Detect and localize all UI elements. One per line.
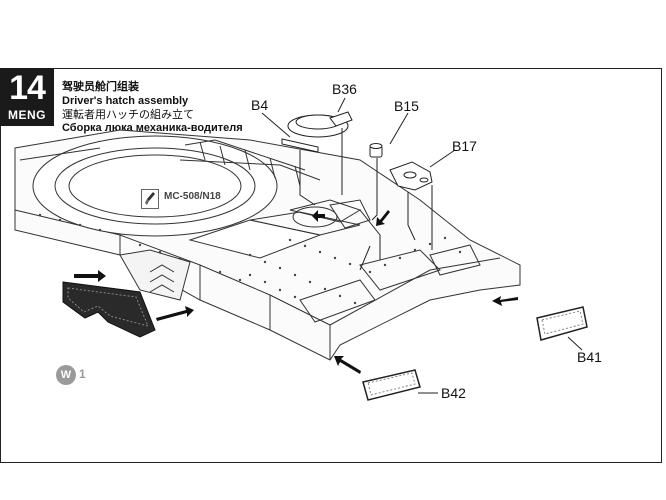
step-badge	[0, 68, 54, 126]
part-label-b15: B15	[394, 98, 419, 114]
part-tree-badge: W	[56, 365, 76, 385]
part-label-b36: B36	[332, 81, 357, 97]
part-label-b4: B4	[251, 97, 269, 113]
paint-code: MC-508/N18	[164, 191, 221, 202]
instruction-frame	[0, 68, 662, 463]
part-label-b42: B42	[441, 385, 466, 401]
title-japanese: 運転者用ハッチの組み立て	[62, 109, 194, 121]
brand-logo: MENG	[8, 108, 46, 122]
part-tree-number: 1	[79, 367, 86, 381]
part-label-b41: B41	[577, 349, 602, 365]
step-number: 14	[9, 69, 46, 107]
brush-icon	[141, 189, 159, 209]
part-label-b17: B17	[452, 138, 477, 154]
title-russian: Сборка люка механика-водителя	[62, 122, 243, 134]
title-english: Driver's hatch assembly	[62, 95, 189, 107]
title-chinese: 驾驶员舱门组装	[62, 81, 139, 93]
